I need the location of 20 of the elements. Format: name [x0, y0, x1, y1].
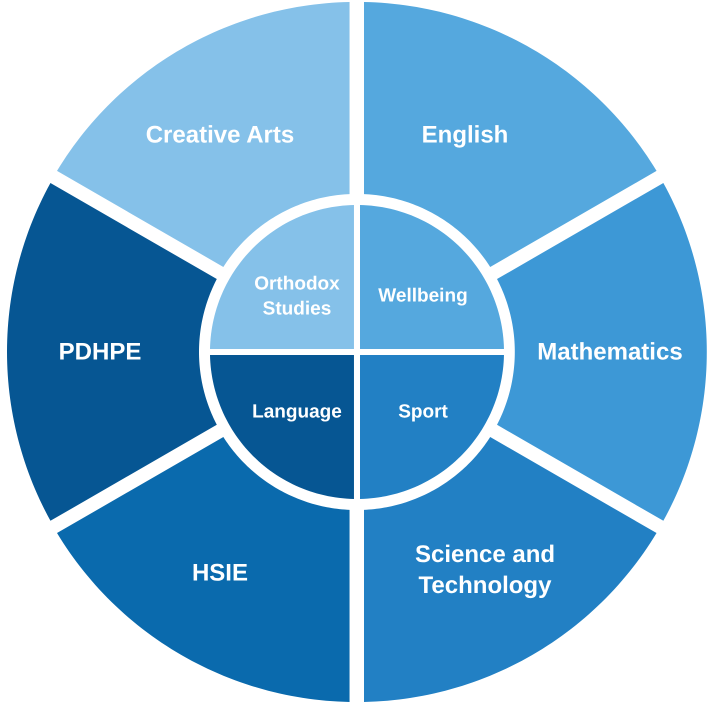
- outer-wheel-segment: [364, 436, 657, 702]
- outer-wheel-segment: [364, 2, 657, 267]
- subject-label: Wellbeing: [377, 284, 469, 309]
- subject-label: Mathematics: [536, 337, 684, 368]
- inner-circle-quadrant: [360, 205, 504, 349]
- subject-label: English: [420, 120, 510, 150]
- inner-circle-quadrant: [360, 355, 504, 499]
- subject-label: Language: [251, 400, 343, 425]
- outer-wheel-segment: [57, 436, 350, 702]
- subject-label: HSIE: [190, 558, 249, 588]
- inner-circle-quadrant: [210, 355, 354, 499]
- subject-label: Orthodox Studies: [253, 272, 341, 321]
- subject-label: Creative Arts: [144, 120, 296, 150]
- subject-label: Sport: [397, 400, 449, 425]
- inner-circle-quadrant: [210, 205, 354, 349]
- outer-wheel-segment: [497, 183, 707, 521]
- subject-label: PDHPE: [58, 337, 142, 368]
- subject-label: Science and Technology: [414, 540, 556, 601]
- outer-wheel-segment: [7, 183, 217, 521]
- outer-wheel-segment: [57, 2, 350, 267]
